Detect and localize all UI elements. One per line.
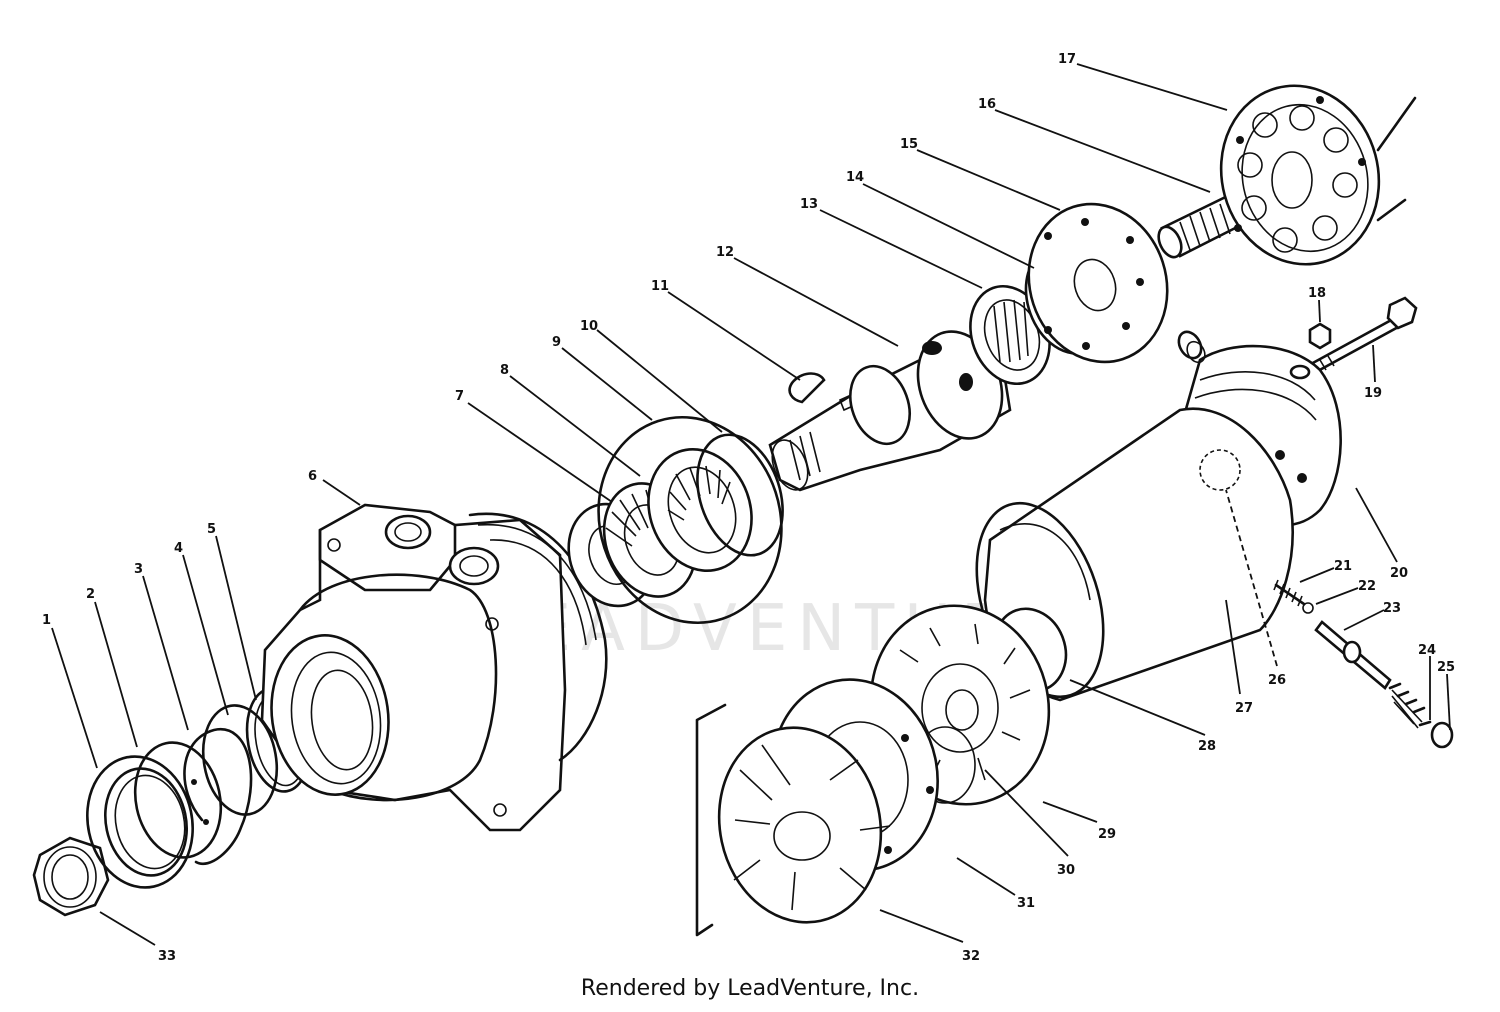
callout-22: 22: [1358, 579, 1376, 594]
callout-labels: 1 2 3 4 5 6 7 8 9 10 11 12 13 14 15 16 1…: [42, 52, 1455, 964]
part-housing: [260, 503, 608, 832]
part-cap-screw: [1298, 296, 1418, 380]
callout-4: 4: [174, 541, 183, 556]
callout-11: 11: [651, 279, 669, 294]
callout-32: 32: [962, 949, 980, 964]
callout-30: 30: [1057, 863, 1075, 878]
callout-3: 3: [134, 562, 143, 577]
part-ring: [133, 741, 223, 859]
part-small-seal: [1177, 330, 1206, 364]
callout-25: 25: [1437, 660, 1455, 675]
part-wear-plate: [1027, 202, 1169, 364]
callout-21: 21: [1334, 559, 1352, 574]
part-large-o-ring: [597, 415, 783, 625]
callout-1: 1: [42, 613, 51, 628]
leader-lines: [51, 63, 1451, 946]
callout-29: 29: [1098, 827, 1116, 842]
part-hex-nut: [32, 836, 110, 917]
callout-33: 33: [158, 949, 176, 964]
callout-27: 27: [1235, 701, 1253, 716]
callout-31: 31: [1017, 896, 1035, 911]
part-spacer-ring: [201, 704, 279, 816]
part-gerotor-set: [1219, 84, 1417, 266]
callout-7: 7: [455, 389, 464, 404]
callout-10: 10: [580, 319, 598, 334]
part-snap-ring: [183, 727, 253, 865]
credit-text: Rendered by LeadVenture, Inc.: [580, 976, 920, 1001]
callout-28: 28: [1198, 739, 1216, 754]
callout-15: 15: [900, 137, 918, 152]
callout-18: 18: [1308, 286, 1326, 301]
part-seal-plate: [696, 433, 784, 557]
callout-23: 23: [1383, 601, 1401, 616]
callout-16: 16: [978, 97, 996, 112]
callout-13: 13: [800, 197, 818, 212]
part-roller-bearing: [647, 447, 753, 573]
callout-9: 9: [552, 335, 561, 350]
callout-26: 26: [1268, 673, 1286, 688]
callout-2: 2: [86, 587, 95, 602]
part-woodruff-key: [788, 372, 826, 404]
part-seal: [86, 755, 194, 889]
callout-12: 12: [716, 245, 734, 260]
callout-6: 6: [308, 469, 317, 484]
callout-8: 8: [500, 363, 509, 378]
callout-24: 24: [1418, 643, 1436, 658]
part-end-plate: [695, 703, 891, 937]
callout-14: 14: [846, 170, 864, 185]
callout-20: 20: [1390, 566, 1408, 581]
callout-19: 19: [1364, 386, 1382, 401]
part-relief-valve: [1273, 579, 1454, 749]
callout-5: 5: [207, 522, 216, 537]
part-small-nut: [1308, 322, 1332, 350]
callout-17: 17: [1058, 52, 1076, 67]
